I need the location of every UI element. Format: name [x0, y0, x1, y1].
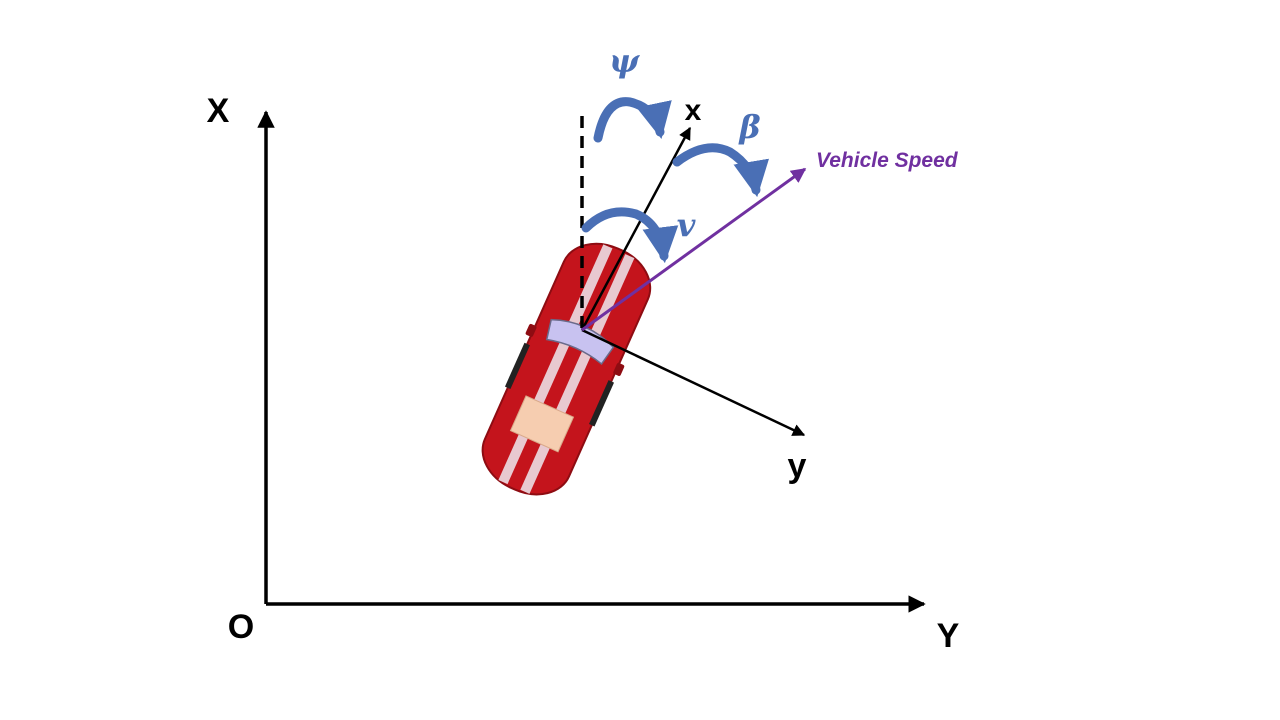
course-angle-arrow [581, 207, 679, 264]
sideslip-angle-label: β [738, 108, 760, 146]
body-x-axis-label: x [685, 94, 702, 127]
yaw-angle-label: ψ [609, 42, 640, 80]
sideslip-angle-arrow [672, 143, 770, 198]
body-x-axis [580, 126, 692, 331]
global-x-axis-label: X [207, 92, 230, 130]
car-icon [481, 242, 652, 496]
course-angle-label: v [677, 206, 696, 244]
velocity-label: Vehicle Speed [816, 149, 959, 172]
body-y-axis-label: y [788, 447, 807, 485]
origin-label: O [228, 608, 254, 646]
yaw-angle-arrow [593, 97, 672, 143]
global-y-axis-label: Y [937, 617, 960, 655]
body-y-axis [581, 328, 806, 437]
